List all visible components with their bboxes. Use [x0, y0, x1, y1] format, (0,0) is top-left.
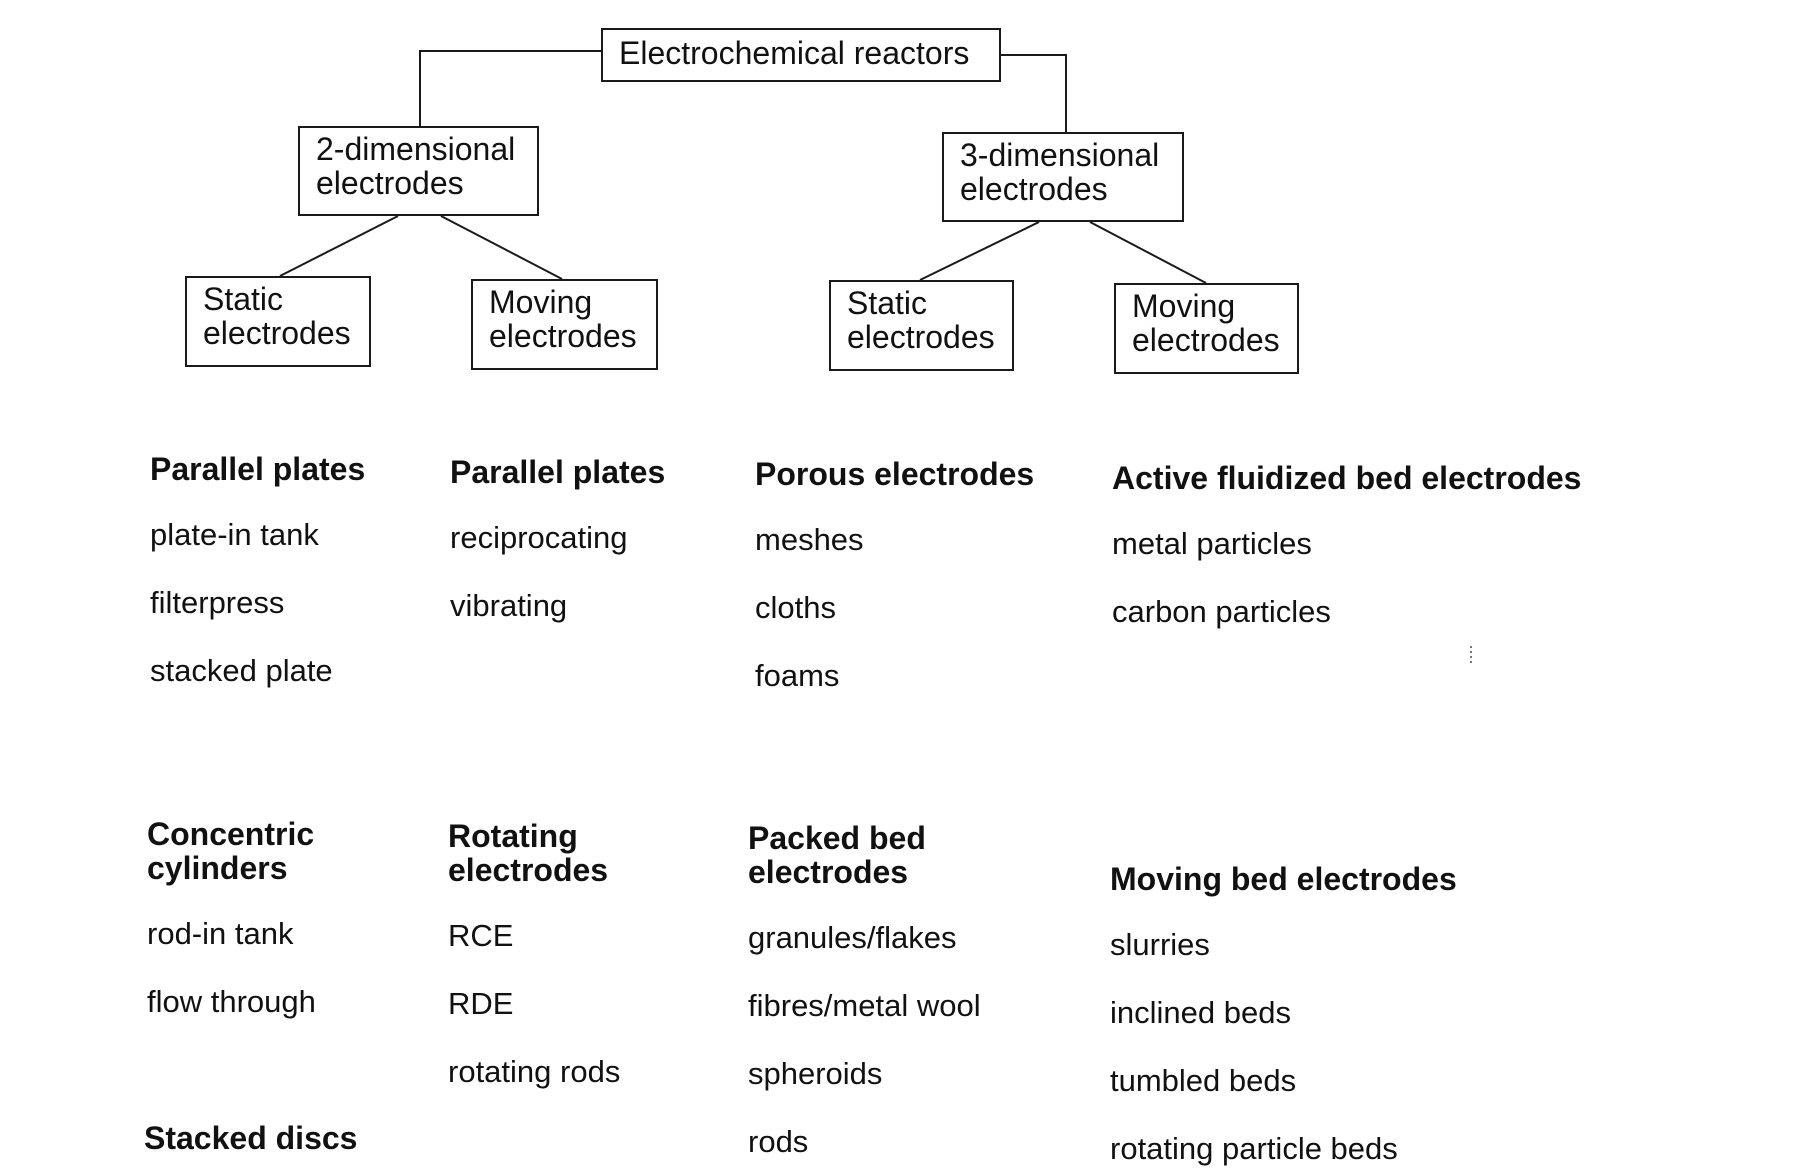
group-item: spheroids [748, 1056, 883, 1091]
connector-root-to-2d [419, 50, 601, 126]
group-item: fibres/metal wool [748, 988, 981, 1023]
group-item: slurries [1110, 927, 1210, 962]
group-2d-moving-parallel-plates: Parallel plates reciprocating vibrating [450, 455, 665, 623]
group-item: rod-in tank [147, 916, 294, 951]
connector-3d-to-moving [1089, 221, 1207, 284]
group-items: RCE RDE rotating rods [448, 919, 620, 1089]
group-item: rotating rods [448, 1054, 621, 1089]
group-stacked-discs: Stacked discs [144, 1121, 357, 1155]
group-rotating-electrodes: Rotating electrodes RCE RDE rotating rod… [448, 819, 620, 1089]
group-items: rod-in tank flow through [147, 917, 316, 1019]
group-item: rods [748, 1124, 809, 1159]
group-concentric-cylinders: Concentric cylinders rod-in tank flow th… [147, 817, 316, 1019]
group-title: Concentric cylinders [147, 816, 315, 886]
group-items: slurries inclined beds tumbled beds rota… [1110, 928, 1457, 1166]
group-title: Porous electrodes [755, 456, 1035, 492]
group-items: granules/flakes fibres/metal wool sphero… [748, 921, 981, 1159]
group-title: Moving bed electrodes [1110, 861, 1457, 897]
group-title: Rotating electrodes [448, 818, 609, 888]
group-item: vibrating [450, 588, 568, 623]
group-active-fluidized-bed-electrodes: Active fluidized bed electrodes metal pa… [1112, 461, 1581, 629]
group-title: Active fluidized bed electrodes [1112, 460, 1582, 496]
group-item: carbon particles [1112, 594, 1331, 629]
group-item: RCE [448, 918, 514, 953]
connector-2d-to-static [279, 215, 399, 277]
group-title: Parallel plates [450, 454, 666, 490]
group-item: tumbled beds [1110, 1063, 1297, 1098]
group-item: foams [755, 658, 840, 693]
connector-3d-to-static [919, 221, 1040, 281]
group-item: metal particles [1112, 526, 1312, 561]
group-title: Stacked discs [144, 1120, 358, 1156]
group-item: RDE [448, 986, 514, 1021]
group-item: filterpress [150, 585, 285, 620]
group-moving-bed-electrodes: Moving bed electrodes slurries inclined … [1110, 862, 1457, 1166]
group-items: metal particles carbon particles [1112, 527, 1581, 629]
group-packed-bed-electrodes: Packed bed electrodes granules/flakes fi… [748, 821, 981, 1159]
node-2-dimensional-electrodes: 2-dimensional electrodes [298, 126, 539, 216]
group-item: meshes [755, 522, 864, 557]
node-2d-static-electrodes: Static electrodes [185, 276, 371, 367]
group-item: granules/flakes [748, 920, 957, 955]
group-items: reciprocating vibrating [450, 521, 665, 623]
group-title: Parallel plates [150, 451, 366, 487]
group-porous-electrodes: Porous electrodes meshes cloths foams [755, 457, 1034, 693]
scan-speck-mark [1470, 646, 1472, 664]
node-3d-static-electrodes: Static electrodes [829, 280, 1014, 371]
connector-root-to-3d [1001, 54, 1067, 132]
group-item: plate-in tank [150, 517, 319, 552]
group-item: stacked plate [150, 653, 333, 688]
node-2d-moving-electrodes: Moving electrodes [471, 279, 658, 370]
group-2d-static-parallel-plates: Parallel plates plate-in tank filterpres… [150, 452, 365, 688]
node-3-dimensional-electrodes: 3-dimensional electrodes [942, 132, 1184, 222]
group-item: flow through [147, 984, 316, 1019]
group-item: reciprocating [450, 520, 628, 555]
group-item: cloths [755, 590, 836, 625]
connector-2d-to-moving [440, 215, 563, 280]
group-item: rotating particle beds [1110, 1131, 1398, 1166]
node-3d-moving-electrodes: Moving electrodes [1114, 283, 1299, 374]
group-items: meshes cloths foams [755, 523, 1034, 693]
group-item: inclined beds [1110, 995, 1291, 1030]
group-title: Packed bed electrodes [748, 820, 926, 890]
group-items: plate-in tank filterpress stacked plate [150, 518, 365, 688]
root-node-electrochemical-reactors: Electrochemical reactors [601, 28, 1001, 82]
